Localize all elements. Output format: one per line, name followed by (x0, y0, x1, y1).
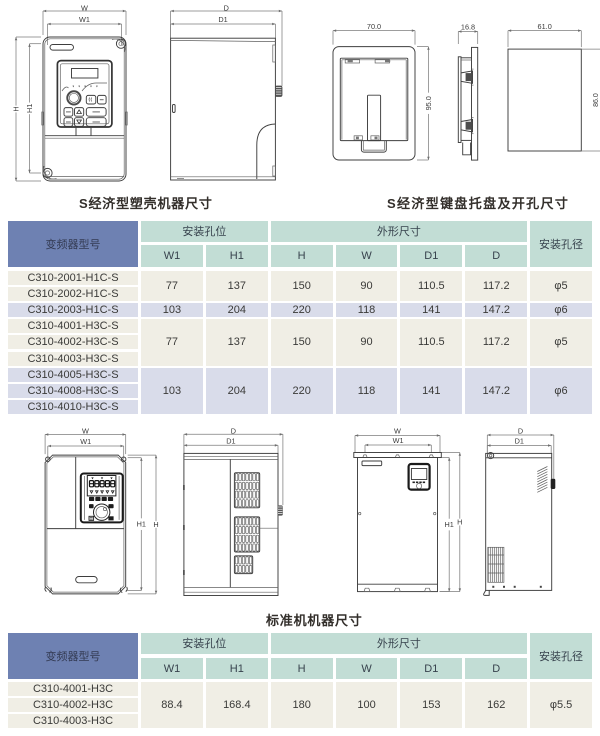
svg-text:D: D (231, 428, 236, 435)
svg-text:W1: W1 (79, 15, 90, 24)
svg-text:95.0: 95.0 (424, 96, 433, 110)
svg-text:H: H (457, 518, 462, 527)
svg-text:D1: D1 (515, 437, 524, 446)
svg-text:H: H (153, 520, 158, 529)
svg-text:W: W (394, 428, 401, 436)
svg-text:W: W (82, 428, 89, 435)
svg-text:H1: H1 (137, 520, 146, 529)
svg-text:D: D (224, 5, 229, 12)
svg-text:W: W (81, 5, 88, 12)
svg-text:H1: H1 (445, 520, 454, 529)
svg-text:H1: H1 (25, 104, 34, 113)
svg-text:D: D (518, 428, 523, 435)
svg-text:W1: W1 (393, 436, 404, 445)
svg-text:86.0: 86.0 (593, 93, 600, 107)
svg-text:D1: D1 (226, 437, 235, 446)
svg-text:16.8: 16.8 (461, 23, 475, 32)
svg-text:61.0: 61.0 (538, 22, 552, 31)
svg-text:70.0: 70.0 (367, 22, 381, 31)
svg-text:D1: D1 (218, 15, 227, 24)
svg-text:H: H (12, 106, 21, 111)
svg-text:W1: W1 (80, 437, 91, 446)
